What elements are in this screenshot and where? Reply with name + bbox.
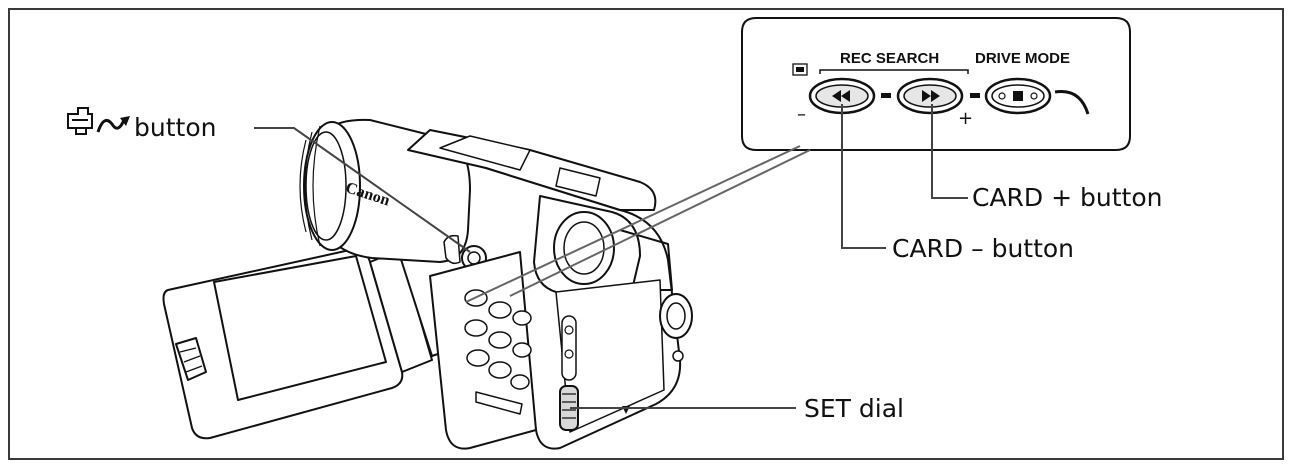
rec-search-label: REC SEARCH — [840, 50, 939, 67]
rec-search-plus-button[interactable] — [896, 77, 964, 115]
control-button-grid — [464, 289, 532, 415]
share-wave-icon — [96, 116, 130, 133]
drive-mode-label: DRIVE MODE — [975, 50, 1070, 67]
rec-search-minus-button[interactable] — [808, 77, 876, 115]
leader-inset-1 — [465, 145, 801, 303]
card-plus-button-label: CARD + button — [972, 183, 1163, 212]
camcorder-illustration: Canon — [162, 118, 693, 450]
lcd-screen — [213, 255, 387, 401]
print-icon — [67, 107, 93, 135]
fast-forward-icon — [922, 90, 940, 102]
rewind-icon — [832, 90, 850, 102]
drive-mode-button[interactable] — [984, 77, 1052, 115]
leader-print-share — [254, 127, 471, 253]
plus-sign: + — [958, 108, 973, 129]
set-dial-label: SET dial — [804, 394, 904, 423]
card-minus-button-label: CARD – button — [892, 234, 1075, 263]
minus-sign: – — [797, 104, 806, 125]
leader-card-minus — [841, 104, 886, 249]
button-inset-panel: REC SEARCH DRIVE MODE — [741, 17, 1131, 151]
card-icon — [792, 63, 808, 76]
leader-card-plus — [931, 104, 968, 199]
print-share-button-label: button — [134, 113, 217, 142]
leader-inset-2 — [509, 149, 811, 297]
stop-icon — [1013, 91, 1023, 101]
